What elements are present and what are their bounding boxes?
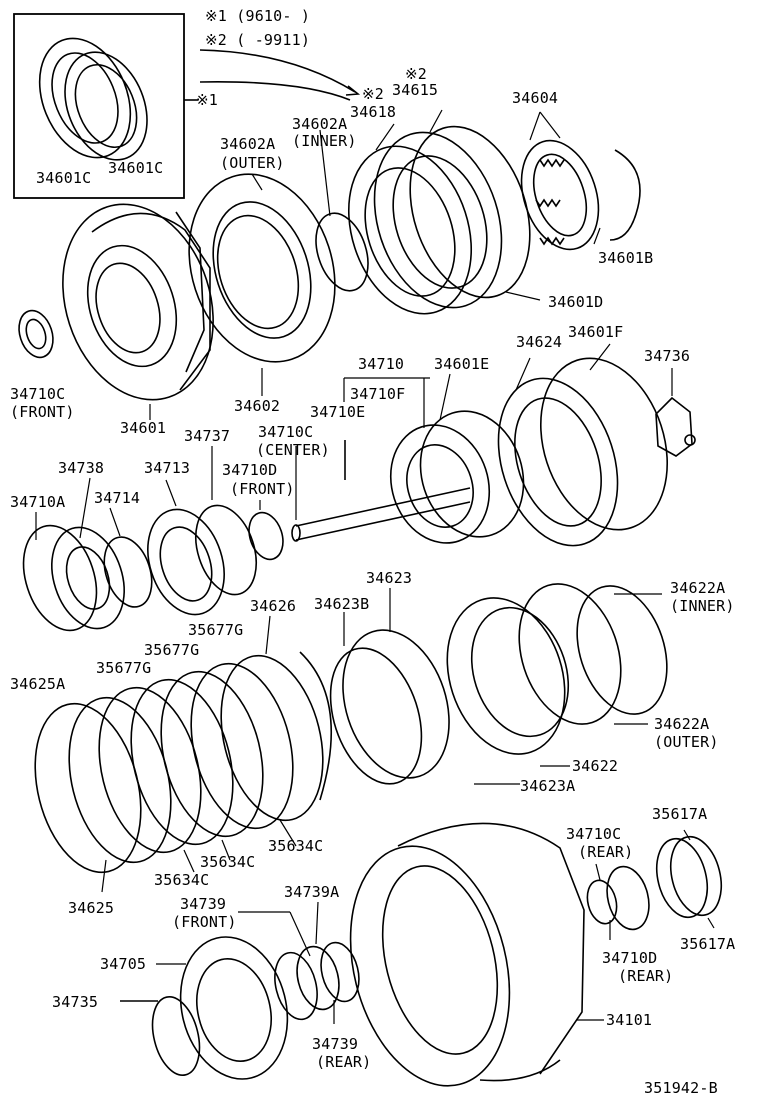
label-34710A: 34710A (10, 493, 66, 511)
note-mark-2b: ※2 (405, 65, 427, 83)
label-rear-a: (REAR) (578, 843, 634, 861)
label-34601E: 34601E (434, 355, 490, 373)
label-34714: 34714 (94, 489, 141, 507)
label-34710C-front: 34710C (10, 385, 66, 403)
label-34626: 34626 (250, 597, 297, 615)
label-34739A: 34739A (284, 883, 340, 901)
label-34601C-a: 34601C (36, 169, 92, 187)
inset-box (13, 13, 198, 199)
label-34601B: 34601B (598, 249, 654, 267)
leader-lines (35, 109, 715, 1024)
note-arrows (199, 49, 361, 101)
label-inner-a: (INNER) (292, 132, 357, 150)
label-34710C-rear: 34710C (566, 825, 622, 843)
label-34625: 34625 (68, 899, 115, 917)
label-34739-front: 34739 (180, 895, 227, 913)
label-34710F: 34710F (350, 385, 406, 403)
label-center: (CENTER) (256, 441, 330, 459)
label-35634C-b: 35634C (200, 853, 256, 871)
label-34625A: 34625A (10, 675, 66, 693)
figure-code: 351942-B (644, 1079, 718, 1097)
label-outer-a: (OUTER) (220, 154, 285, 172)
label-front-c: (FRONT) (172, 913, 237, 931)
label-34601C-b: 34601C (108, 159, 164, 177)
label-outer-b: (OUTER) (654, 733, 719, 751)
label-34710E: 34710E (310, 403, 366, 421)
label-34623: 34623 (366, 569, 413, 587)
label-35634C-c: 35634C (154, 871, 210, 889)
label-34602A-inner: 34602A (292, 115, 348, 133)
label-rear-b: (REAR) (618, 967, 674, 985)
label-34604: 34604 (512, 89, 559, 107)
label-34710: 34710 (358, 355, 405, 373)
label-34710C-center: 34710C (258, 423, 314, 441)
label-34624: 34624 (516, 333, 563, 351)
label-34601D: 34601D (548, 293, 604, 311)
label-34618: 34618 (350, 103, 397, 121)
snapring-34601B-art (609, 149, 641, 241)
label-rear-c: (REAR) (316, 1053, 372, 1071)
label-34602A-outer: 34602A (220, 135, 276, 153)
lower-gear-set-art (120, 936, 360, 1080)
label-35617A-a: 35617A (652, 805, 708, 823)
label-34736: 34736 (644, 347, 691, 365)
label-inner-b: (INNER) (670, 597, 735, 615)
drum-34601-art (62, 203, 214, 401)
label-34705: 34705 (100, 955, 147, 973)
label-34738: 34738 (58, 459, 105, 477)
label-35617A-b: 35617A (680, 935, 736, 953)
label-34622A-outer: 34622A (654, 715, 710, 733)
rear-bearing-art (586, 835, 723, 931)
label-34737: 34737 (184, 427, 231, 445)
label-front-a: (FRONT) (10, 403, 75, 421)
label-34713: 34713 (144, 459, 191, 477)
label-34710D-front: 34710D (222, 461, 278, 479)
label-34710D-rear: 34710D (602, 949, 658, 967)
bearing-34710C-front-art (18, 309, 54, 359)
case-34101-art (349, 822, 585, 1087)
label-35634C-a: 35634C (268, 837, 324, 855)
note-2: ※2 ( -9911) (205, 31, 311, 49)
label-35677G-b: 35677G (144, 641, 200, 659)
springs-34604-art (520, 139, 600, 251)
label-front-b: (FRONT) (230, 480, 295, 498)
clutch-pack-lower-art (34, 651, 333, 874)
note-mark-2a: ※2 (362, 85, 384, 103)
label-34735: 34735 (52, 993, 99, 1011)
clutch-pack-upper-art (347, 125, 531, 315)
label-34601F: 34601F (568, 323, 624, 341)
label-34623A: 34623A (520, 777, 576, 795)
label-34622A-inner: 34622A (670, 579, 726, 597)
label-34739-rear: 34739 (312, 1035, 359, 1053)
label-34622: 34622 (572, 757, 619, 775)
note-1: ※1 (9610- ) (205, 7, 311, 25)
label-34101: 34101 (606, 1011, 653, 1029)
label-35677G-c: 35677G (96, 659, 152, 677)
planetary-middle-art (291, 357, 696, 547)
label-34615: 34615 (392, 81, 439, 99)
piston-34602-art (188, 173, 336, 363)
note-mark-1: ※1 (196, 91, 218, 109)
label-35677G-a: 35677G (188, 621, 244, 639)
label-34623B: 34623B (314, 595, 370, 613)
label-34601: 34601 (120, 419, 167, 437)
gear-group-left-art (22, 504, 284, 632)
clutch-drum-right-art (329, 583, 668, 785)
label-34602: 34602 (234, 397, 281, 415)
